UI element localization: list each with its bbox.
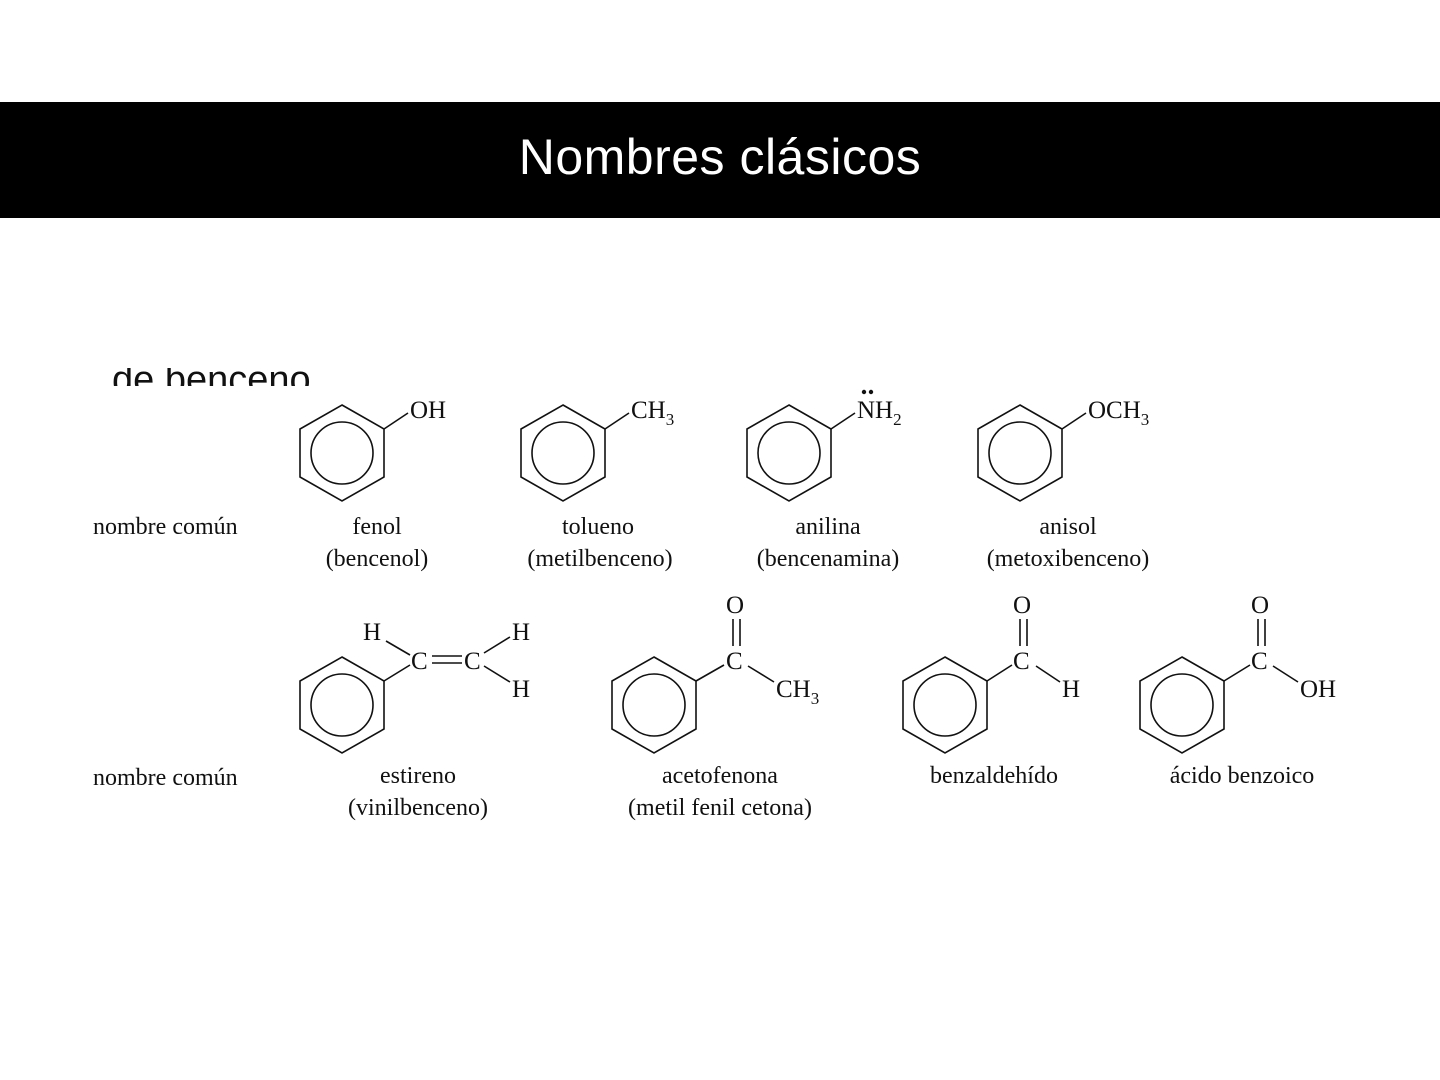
vinyl-c: C	[411, 648, 428, 675]
carbonyl-c: C	[726, 648, 743, 675]
bond	[830, 412, 856, 430]
fenol-name: fenol	[352, 514, 402, 540]
bond	[986, 664, 1013, 682]
hydroxyl-group: OH	[1300, 676, 1336, 703]
methyl-group: CH3	[776, 676, 819, 708]
benzaldehido-structure: O C H	[902, 592, 1080, 754]
acetofenona-structure: O C CH3	[611, 592, 819, 754]
vinyl-c: C	[464, 648, 481, 675]
fenol-structure: OH	[299, 397, 446, 502]
benzene-ring	[746, 404, 832, 502]
estireno-name: estireno	[380, 763, 456, 789]
amino-group: NH2	[857, 397, 902, 429]
bond	[1035, 665, 1061, 683]
title-bar: Nombres clásicos	[0, 102, 1440, 218]
carbonyl-c: C	[1013, 648, 1030, 675]
methyl-group: CH3	[631, 397, 674, 429]
carbonyl-o: O	[1013, 592, 1031, 619]
acido-benzoico-name: ácido benzoico	[1170, 763, 1315, 789]
anisol-structure: OCH3	[977, 397, 1149, 502]
bond	[1061, 412, 1087, 430]
aldehyde-h: H	[1062, 676, 1080, 703]
benzene-ring	[299, 656, 385, 754]
row-label-2: nombre común	[93, 765, 238, 791]
vinyl-h: H	[512, 676, 530, 703]
aromatic-circle	[310, 673, 374, 737]
aromatic-circle	[913, 673, 977, 737]
benzene-ring	[299, 404, 385, 502]
aromatic-circle	[531, 421, 595, 485]
oh-group: OH	[410, 397, 446, 424]
acetofenona-iupac: (metil fenil cetona)	[628, 795, 812, 821]
aromatic-circle	[1150, 673, 1214, 737]
aromatic-circle	[622, 673, 686, 737]
benzene-ring	[611, 656, 697, 754]
aromatic-circle	[310, 421, 374, 485]
benzaldehido-name: benzaldehído	[930, 763, 1058, 789]
fenol-iupac: (bencenol)	[326, 546, 429, 572]
vinyl-h: H	[363, 619, 381, 646]
anilina-name: anilina	[795, 514, 861, 540]
acido-benzoico-structure: O C OH	[1139, 592, 1336, 754]
lone-pair-dot	[861, 389, 867, 395]
bond	[1272, 665, 1299, 683]
methoxy-group: OCH3	[1088, 397, 1149, 429]
cropped-heading: de benceno	[112, 359, 311, 401]
anisol-name: anisol	[1039, 514, 1097, 540]
carbonyl-o: O	[726, 592, 744, 619]
bond	[747, 665, 775, 683]
tolueno-structure: CH3	[520, 397, 674, 502]
lone-pair-dot	[868, 389, 874, 395]
estireno-iupac: (vinilbenceno)	[348, 795, 488, 821]
aromatic-circle	[988, 421, 1052, 485]
bond	[483, 636, 511, 654]
carbonyl-c: C	[1251, 648, 1268, 675]
vinyl-h: H	[512, 619, 530, 646]
bond	[385, 640, 411, 656]
estireno-structure: H C C H H	[299, 619, 530, 754]
carbonyl-o: O	[1251, 592, 1269, 619]
benzene-ring	[902, 656, 988, 754]
slide-title: Nombres clásicos	[518, 129, 922, 185]
bond	[1223, 664, 1251, 682]
bond	[383, 664, 411, 682]
acetofenona-name: acetofenona	[662, 763, 778, 789]
bond	[695, 664, 725, 682]
benzene-ring	[977, 404, 1063, 502]
aromatic-circle	[757, 421, 821, 485]
benzene-ring	[1139, 656, 1225, 754]
anisol-iupac: (metoxibenceno)	[987, 546, 1150, 572]
tolueno-name: tolueno	[562, 514, 634, 540]
row-label-1: nombre común	[93, 514, 238, 540]
bond	[483, 665, 511, 683]
benzene-ring	[520, 404, 606, 502]
tolueno-iupac: (metilbenceno)	[527, 546, 672, 572]
bond	[604, 412, 630, 430]
anilina-structure: NH2	[746, 389, 902, 502]
bond	[383, 412, 409, 430]
anilina-iupac: (bencenamina)	[757, 546, 900, 572]
